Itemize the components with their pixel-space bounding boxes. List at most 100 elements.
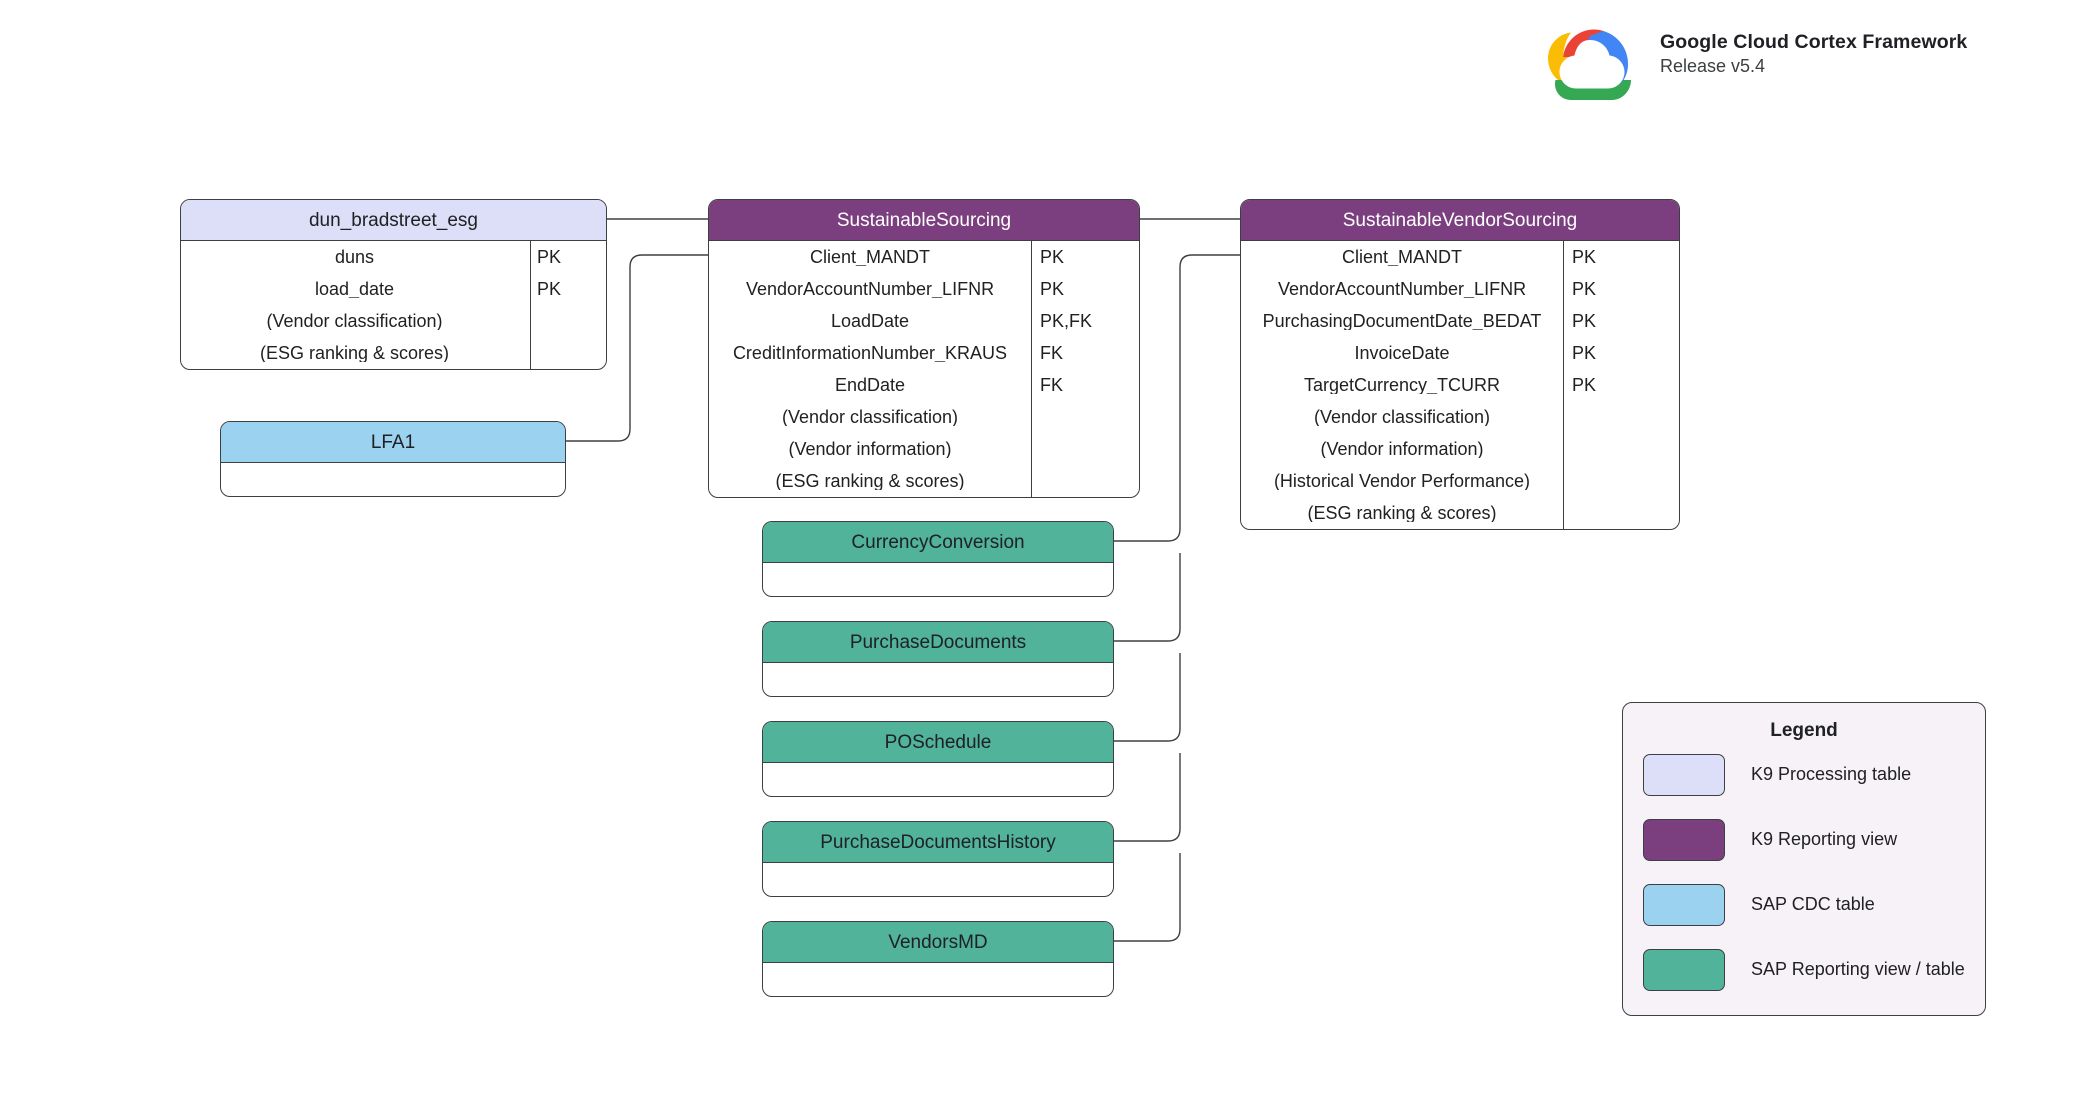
entity-title-currency-conversion: CurrencyConversion (763, 522, 1113, 563)
entity-body-po-schedule (763, 763, 1113, 796)
field-row: EndDate FK (709, 369, 1139, 401)
field-key: PK (1572, 311, 1597, 331)
field-row: (ESG ranking & scores) (1241, 497, 1679, 529)
brand-release: Release v5.4 (1660, 55, 1766, 76)
google-cloud-logo-icon (1548, 29, 1631, 100)
key-column-divider (1031, 241, 1032, 497)
entity-body-purchase-documents-history (763, 863, 1113, 896)
field-name: (Historical Vendor Performance) (1273, 472, 1531, 490)
field-key: PK (537, 247, 562, 267)
field-row: (Historical Vendor Performance) (1241, 465, 1679, 497)
key-column-divider (1563, 241, 1564, 529)
entity-body-sustainable-vendor-sourcing: Client_MANDT PK VendorAccountNumber_LIFN… (1241, 241, 1679, 529)
entity-purchase-documents[interactable]: PurchaseDocuments (762, 621, 1114, 697)
field-name: Client_MANDT (1341, 248, 1463, 266)
entity-sustainable-sourcing[interactable]: SustainableSourcing Client_MANDT PK Vend… (708, 199, 1140, 498)
field-row: Client_MANDT PK (1241, 241, 1679, 273)
field-name: (Vendor classification) (1313, 408, 1491, 426)
field-name: Client_MANDT (809, 248, 931, 266)
field-name: (ESG ranking & scores) (259, 344, 450, 362)
legend-swatch-sap-cdc (1643, 883, 1725, 926)
legend-item-k9-reporting-view: K9 Reporting view (1623, 807, 1985, 872)
connector-poschedule-to-vendorsourcing (1114, 653, 1181, 742)
field-name: EndDate (834, 376, 906, 394)
brand-title: Google Cloud Cortex Framework (1660, 31, 1968, 53)
field-name: (Vendor classification) (781, 408, 959, 426)
field-row: InvoiceDate PK (1241, 337, 1679, 369)
field-name: TargetCurrency_TCURR (1303, 376, 1501, 394)
legend-item-k9-processing-table: K9 Processing table (1623, 742, 1985, 807)
field-key: PK (537, 279, 562, 299)
field-key: FK (1040, 375, 1064, 395)
entity-title-sustainable-sourcing: SustainableSourcing (709, 200, 1139, 241)
field-name: duns (334, 248, 375, 266)
field-row: (Vendor classification) (181, 305, 606, 337)
entity-title-vendors-md: VendorsMD (763, 922, 1113, 963)
entity-body-vendors-md (763, 963, 1113, 996)
field-row: (ESG ranking & scores) (709, 465, 1139, 497)
entity-purchase-documents-history[interactable]: PurchaseDocumentsHistory (762, 821, 1114, 897)
field-key: PK,FK (1040, 311, 1093, 331)
legend-swatch-k9-processing (1643, 753, 1725, 796)
field-name: (Vendor classification) (266, 312, 443, 330)
field-row: PurchasingDocumentDate_BEDAT PK (1241, 305, 1679, 337)
field-name: load_date (314, 280, 395, 298)
entity-title-dun-bradstreet-esg: dun_bradstreet_esg (181, 200, 606, 241)
field-row: (Vendor classification) (709, 401, 1139, 433)
field-row: VendorAccountNumber_LIFNR PK (709, 273, 1139, 305)
field-name: PurchasingDocumentDate_BEDAT (1262, 312, 1542, 330)
connector-purchasedocumentshistory-to-vendorsourcing (1114, 753, 1181, 842)
legend-label: K9 Reporting view (1751, 829, 1898, 849)
field-name: (Vendor information) (788, 440, 952, 458)
entity-dun-bradstreet-esg[interactable]: dun_bradstreet_esg duns PK load_date PK … (180, 199, 607, 370)
field-name: (Vendor information) (1320, 440, 1484, 458)
field-key: PK (1572, 279, 1597, 299)
entity-title-purchase-documents-history: PurchaseDocumentsHistory (763, 822, 1113, 863)
field-key: PK (1572, 343, 1597, 363)
legend-label: SAP Reporting view / table (1751, 959, 1965, 979)
legend-label: K9 Processing table (1751, 764, 1912, 784)
connector-purchasedocuments-to-vendorsourcing (1114, 553, 1181, 642)
field-key: PK (1572, 375, 1597, 395)
entity-vendors-md[interactable]: VendorsMD (762, 921, 1114, 997)
entity-title-po-schedule: POSchedule (763, 722, 1113, 763)
entity-body-sustainable-sourcing: Client_MANDT PK VendorAccountNumber_LIFN… (709, 241, 1139, 497)
entity-body-currency-conversion (763, 563, 1113, 596)
entity-title-lfa1: LFA1 (221, 422, 565, 463)
entity-currency-conversion[interactable]: CurrencyConversion (762, 521, 1114, 597)
field-row: VendorAccountNumber_LIFNR PK (1241, 273, 1679, 305)
field-name: (ESG ranking & scores) (775, 472, 965, 490)
field-row: Client_MANDT PK (709, 241, 1139, 273)
field-row: LoadDate PK,FK (709, 305, 1139, 337)
legend-swatch-k9-reporting (1643, 818, 1725, 861)
field-key: PK (1572, 247, 1597, 267)
legend-title: Legend (1770, 720, 1838, 741)
key-column-divider (530, 241, 531, 369)
entity-title-sustainable-vendor-sourcing: SustainableVendorSourcing (1241, 200, 1679, 241)
legend-swatch-sap-reporting (1643, 948, 1725, 991)
field-row: duns PK (181, 241, 606, 273)
entity-po-schedule[interactable]: POSchedule (762, 721, 1114, 797)
field-row: load_date PK (181, 273, 606, 305)
entity-body-purchase-documents (763, 663, 1113, 696)
field-row: (Vendor classification) (1241, 401, 1679, 433)
field-row: (Vendor information) (709, 433, 1139, 465)
field-name: (ESG ranking & scores) (1307, 504, 1497, 522)
field-row: (Vendor information) (1241, 433, 1679, 465)
field-name: CreditInformationNumber_KRAUS (732, 344, 1008, 362)
entity-body-lfa1 (221, 463, 565, 496)
field-name: VendorAccountNumber_LIFNR (745, 280, 995, 298)
brand-text-block: Google Cloud Cortex Framework Release v5… (1660, 30, 1967, 78)
field-name: LoadDate (830, 312, 910, 330)
field-key: PK (1040, 247, 1065, 267)
entity-sustainable-vendor-sourcing[interactable]: SustainableVendorSourcing Client_MANDT P… (1240, 199, 1680, 530)
field-name: VendorAccountNumber_LIFNR (1277, 280, 1527, 298)
entity-lfa1[interactable]: LFA1 (220, 421, 566, 497)
brand-header: Google Cloud Cortex Framework Release v5… (1536, 8, 1967, 100)
legend-panel: Legend K9 Processing table K9 Reporting … (1622, 702, 1986, 1016)
entity-title-purchase-documents: PurchaseDocuments (763, 622, 1113, 663)
legend-item-sap-cdc-table: SAP CDC table (1623, 872, 1985, 937)
connector-vendorsmd-to-vendorsourcing (1114, 853, 1181, 942)
entity-body-dun-bradstreet-esg: duns PK load_date PK (Vendor classificat… (181, 241, 606, 369)
legend-label: SAP CDC table (1751, 894, 1875, 914)
